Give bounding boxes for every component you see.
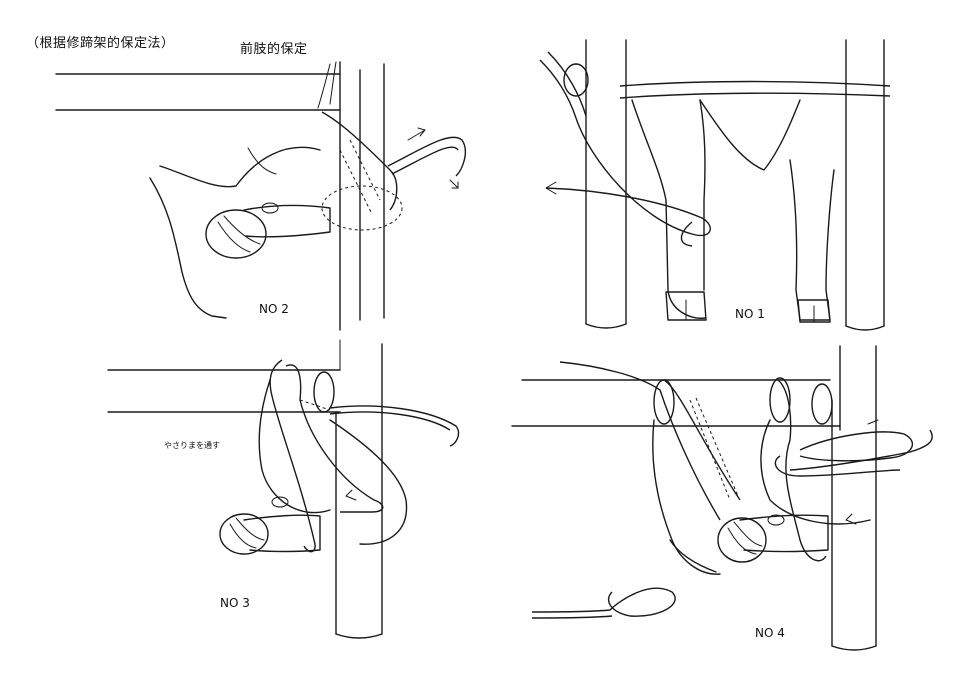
panel-no4-label: NO 4 [755, 626, 785, 640]
panel-no2-label: NO 2 [259, 302, 289, 316]
panel-no2-illustration [55, 61, 466, 331]
page-title: （根据修蹄架的保定法） [26, 36, 175, 51]
page-subtitle: 前肢的保定 [240, 42, 308, 57]
panel-no3-illustration [107, 339, 460, 639]
panel-no1-label: NO 1 [735, 307, 765, 321]
panel-no3-label: NO 3 [220, 596, 250, 610]
panel-no4-illustration [511, 345, 933, 651]
panel-no3-note: やさりまを通す [164, 441, 220, 450]
panel-no1-illustration [539, 39, 891, 331]
